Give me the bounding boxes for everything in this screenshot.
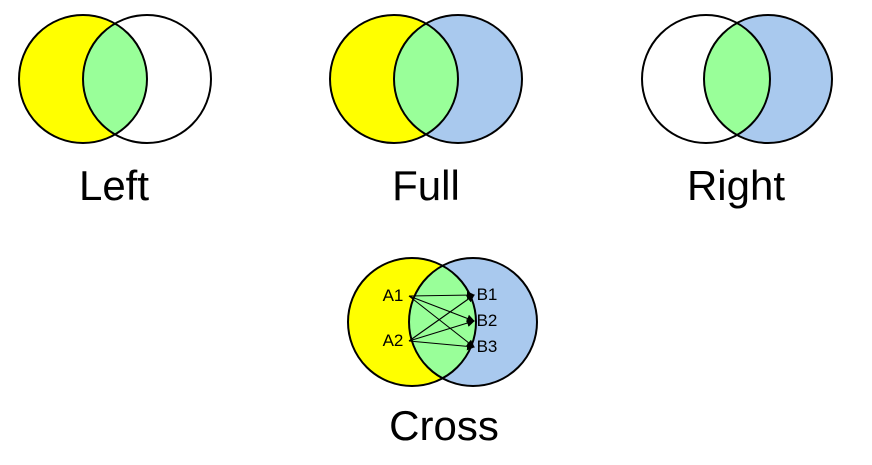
edge-a2-b2 xyxy=(408,319,475,342)
caption-left: Left xyxy=(79,162,149,209)
edge-a1-b2 xyxy=(408,295,475,323)
venn-full-join xyxy=(329,14,523,144)
right-join-intersection xyxy=(704,23,770,135)
node-b1: B1 xyxy=(477,285,498,304)
edge-a2-b3 xyxy=(408,340,475,351)
node-a1: A1 xyxy=(383,286,404,305)
caption-right: Right xyxy=(687,162,785,209)
node-b2: B2 xyxy=(477,311,498,330)
node-b3: B3 xyxy=(477,337,498,356)
full-join-intersection xyxy=(394,23,458,135)
full-join-left-circle-outline xyxy=(329,14,459,144)
venn-right-join xyxy=(641,14,833,144)
right-join-right-circle-outline xyxy=(703,14,833,144)
left-join-right-circle-outline xyxy=(82,14,212,144)
cross-join-left-circle-outline xyxy=(347,257,477,387)
left-join-left-circle-outline xyxy=(18,14,148,144)
cross-join-right-circle-outline xyxy=(408,257,538,387)
venn-left-join xyxy=(18,14,212,144)
caption-full: Full xyxy=(392,162,460,209)
caption-cross: Cross xyxy=(389,402,499,449)
right-join-left-circle-outline xyxy=(641,14,771,144)
edge-a1-b1 xyxy=(408,291,475,300)
edge-a2-b1 xyxy=(408,294,475,342)
left-join-intersection xyxy=(83,23,147,135)
edge-a1-b3 xyxy=(408,295,475,348)
node-a2: A2 xyxy=(383,331,404,350)
full-join-right-circle-outline xyxy=(393,14,523,144)
